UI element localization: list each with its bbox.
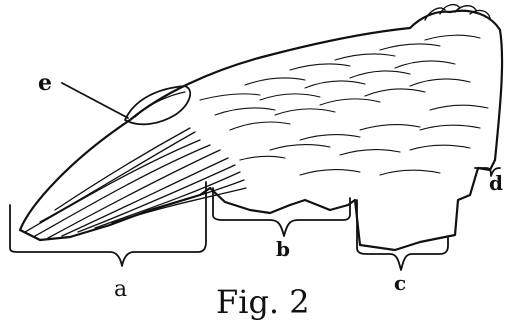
primary-feathers — [25, 128, 246, 238]
label-b: b — [276, 237, 290, 261]
label-d: d — [489, 171, 503, 195]
label-e: e — [38, 70, 52, 96]
label-e-pointer — [62, 83, 128, 118]
figure-caption: Fig. 2 — [216, 283, 310, 321]
alula — [125, 86, 190, 124]
bracket-b — [213, 188, 350, 236]
bracket-c — [357, 200, 448, 270]
label-a: a — [114, 277, 127, 302]
covert-feathers — [200, 35, 488, 175]
label-c: c — [394, 271, 406, 295]
